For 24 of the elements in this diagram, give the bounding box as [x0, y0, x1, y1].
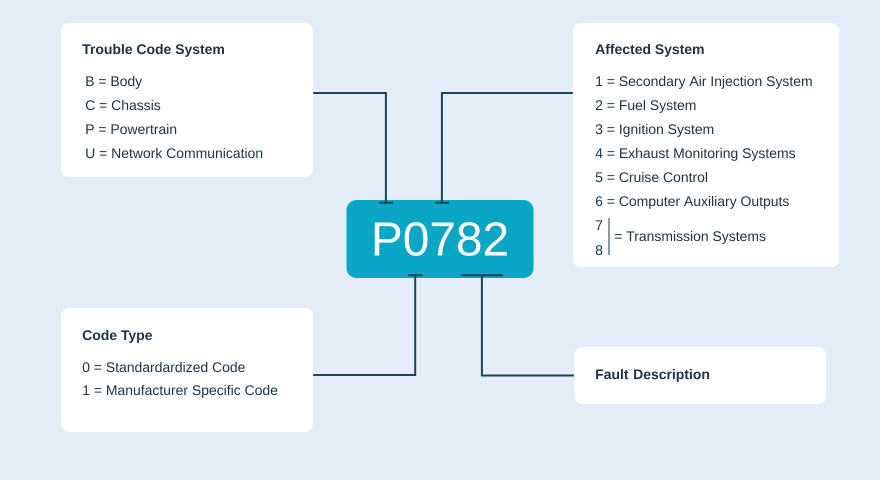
card-heading: Trouble Code System [82, 44, 224, 57]
label-box: Fault Description [574, 347, 826, 404]
connector-line [434, 92, 573, 204]
connector-line [313, 274, 422, 376]
list-item: 6 = Computer Auxiliary Outputs [596, 196, 789, 209]
list-item: P = Powertrain [86, 124, 176, 134]
list-item: 0 = Standardardized Code [82, 362, 245, 372]
list-item: C = Chassis [86, 100, 160, 110]
list-item: 1 = Manufacturer Specific Code [83, 384, 278, 398]
list-item: 3 = Ignition System [596, 124, 714, 137]
connector-line [460, 274, 574, 376]
list-item: 5 = Cruise Control [596, 172, 708, 182]
list-item: 2 = Fuel System [596, 100, 696, 113]
list-number: 7 [596, 220, 602, 230]
card-heading: Code Type [82, 330, 152, 343]
card-heading: Affected System [596, 44, 704, 57]
list-item: 4 = Exhaust Monitoring Systems [596, 148, 796, 161]
connector-line [313, 92, 393, 204]
list-item: U = Network Communication [86, 148, 262, 158]
list-number: 8 [596, 245, 602, 256]
list-item: B = Body [86, 76, 142, 89]
code-box: P0782 [346, 200, 534, 278]
list-item: = Transmission Systems [614, 230, 766, 244]
list-item: 1 = Secondary Air Injection System [596, 76, 812, 89]
